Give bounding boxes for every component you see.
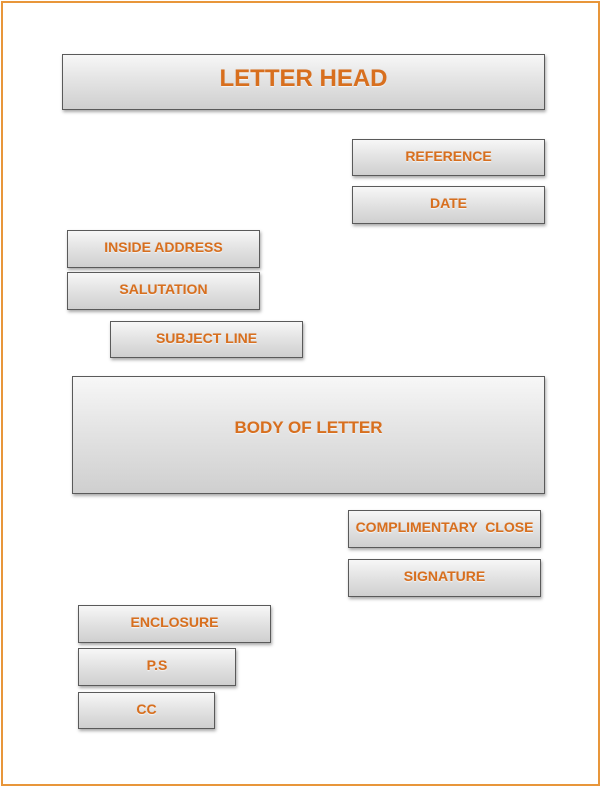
subject-line-label: SUBJECT LINE: [155, 330, 258, 346]
salutation-label: SALUTATION: [119, 281, 208, 297]
date-box: DATE: [352, 186, 545, 224]
reference-label: REFERENCE: [405, 148, 492, 164]
enclosure-box: ENCLOSURE: [78, 605, 271, 643]
cc-box: CC: [78, 692, 215, 729]
complimentary-close-box: COMPLIMENTARY CLOSE: [348, 510, 541, 548]
signature-box: SIGNATURE: [348, 559, 541, 597]
letter-head-label: LETTER HEAD: [219, 65, 388, 92]
enclosure-label: ENCLOSURE: [130, 614, 219, 630]
inside-address-box: INSIDE ADDRESS: [67, 230, 260, 268]
salutation-box: SALUTATION: [67, 272, 260, 310]
ps-label: P.S: [146, 657, 168, 673]
subject-line-box: SUBJECT LINE: [110, 321, 303, 358]
signature-label: SIGNATURE: [403, 568, 486, 584]
date-label: DATE: [429, 195, 468, 211]
cc-label: CC: [136, 701, 157, 717]
letter-head-box: LETTER HEAD: [62, 54, 545, 110]
body-of-letter-box: BODY OF LETTER: [72, 376, 545, 494]
reference-box: REFERENCE: [352, 139, 545, 176]
inside-address-label: INSIDE ADDRESS: [104, 239, 223, 255]
ps-box: P.S: [78, 648, 236, 686]
body-of-letter-label: BODY OF LETTER: [234, 418, 383, 437]
complimentary-close-label: COMPLIMENTARY CLOSE: [355, 519, 534, 535]
